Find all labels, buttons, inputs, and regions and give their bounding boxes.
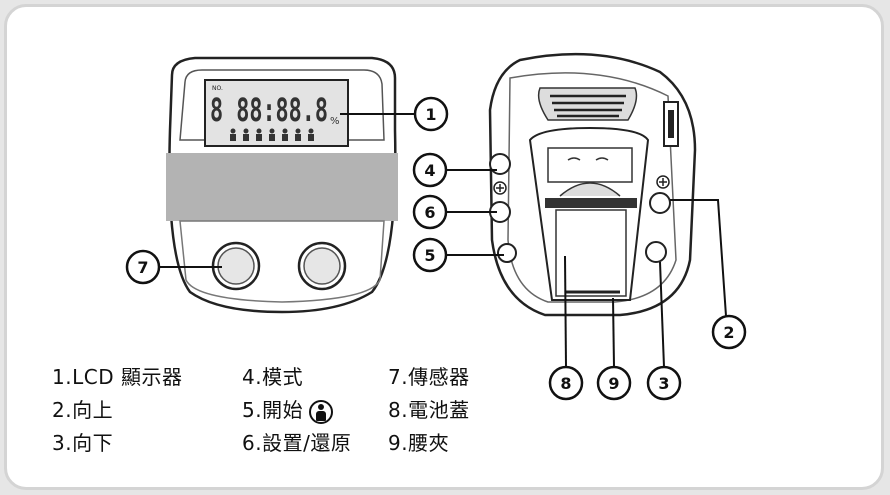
lcd-percent: % bbox=[330, 116, 340, 127]
back-view bbox=[488, 52, 697, 317]
leader-lines bbox=[159, 113, 727, 368]
svg-text:7: 7 bbox=[137, 258, 148, 277]
legend-item-3: 3.向下 bbox=[52, 431, 114, 455]
legend-item-5: 5.開始 bbox=[242, 394, 334, 424]
battery-cover-top bbox=[545, 198, 637, 208]
battery-cover[interactable] bbox=[555, 209, 627, 297]
down-button[interactable] bbox=[645, 241, 667, 263]
up-button[interactable] bbox=[649, 192, 671, 214]
legend-item-4: 4.模式 bbox=[242, 365, 304, 389]
legend-item-9: 9.腰夾 bbox=[388, 431, 450, 455]
svg-text:6: 6 bbox=[424, 203, 435, 222]
callout-4: 4 bbox=[412, 152, 448, 188]
walker-icon bbox=[309, 399, 334, 424]
legend-item-1: 1.LCD 顯示器 bbox=[52, 365, 183, 389]
callout-7: 7 bbox=[125, 249, 161, 285]
svg-text:8: 8 bbox=[560, 374, 571, 393]
grille-slots bbox=[550, 94, 626, 118]
lcd-figure-icons bbox=[230, 128, 314, 141]
svg-text:4: 4 bbox=[424, 161, 435, 180]
legend-item-7: 7.傳感器 bbox=[388, 365, 470, 389]
callout-3: 3 bbox=[646, 365, 682, 401]
svg-text:5: 5 bbox=[424, 246, 435, 265]
lcd-screen bbox=[204, 79, 349, 147]
callout-8: 8 bbox=[548, 365, 584, 401]
svg-text:9: 9 bbox=[608, 374, 619, 393]
front-view: NO. 8 88:88.8 % bbox=[166, 56, 398, 314]
svg-text:2: 2 bbox=[723, 323, 734, 342]
start-button[interactable] bbox=[497, 243, 517, 263]
svg-text:3: 3 bbox=[658, 374, 669, 393]
callout-2: 2 bbox=[711, 314, 747, 350]
lcd-small-label: NO. bbox=[212, 85, 223, 92]
callout-5: 5 bbox=[412, 237, 448, 273]
legend-item-5-label: 5.開始 bbox=[242, 398, 304, 422]
callout-9: 9 bbox=[596, 365, 632, 401]
legend-item-6: 6.設置/還原 bbox=[242, 431, 352, 455]
front-band bbox=[166, 153, 398, 221]
legend-item-2: 2.向上 bbox=[52, 398, 114, 422]
callout-1: 1 bbox=[413, 96, 449, 132]
svg-text:1: 1 bbox=[425, 105, 436, 124]
lcd-digits: 8 88:88.8 bbox=[210, 91, 328, 129]
legend-item-8: 8.電池蓋 bbox=[388, 398, 470, 422]
callout-6: 6 bbox=[412, 194, 448, 230]
